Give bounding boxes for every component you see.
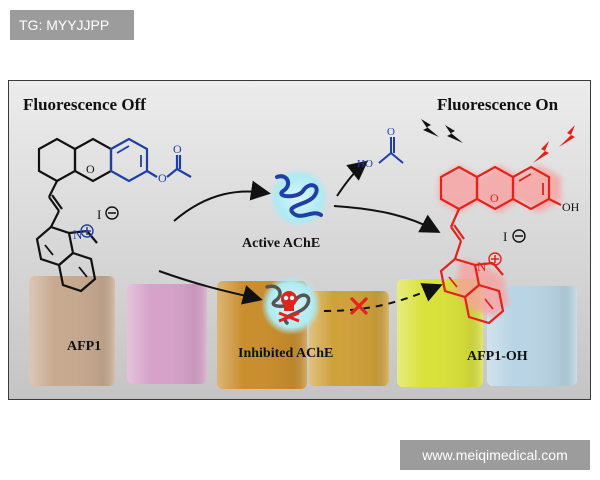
atom-o-ring-right: O <box>490 191 499 205</box>
inhibited-ache-icon <box>261 275 321 335</box>
atom-nitrogen: N <box>73 227 83 242</box>
dashed-arrow-blocked <box>323 283 443 312</box>
minus-charge-icon <box>105 206 119 220</box>
lightning-black-icon <box>421 119 463 143</box>
header-fluorescence-off: Fluorescence Off <box>23 95 146 114</box>
active-ache-icon <box>269 168 329 228</box>
vial-5 <box>397 279 483 387</box>
afp1-oh-glow <box>439 165 561 317</box>
label-afp1: AFP1 <box>67 339 102 354</box>
vial-6 <box>487 286 577 386</box>
arrow-to-inhibited <box>158 270 263 305</box>
label-active-ache: Active AChE <box>242 236 321 251</box>
afp1-structure <box>35 137 192 293</box>
header-fluorescence-on: Fluorescence On <box>437 95 559 114</box>
minus-charge-right-icon <box>512 229 526 243</box>
atom-iodide: I <box>97 207 101 222</box>
figure-artwork: O O O I N <box>9 81 590 399</box>
vial-2 <box>127 284 207 384</box>
atom-ester-o: O <box>158 171 167 185</box>
blocked-x-icon <box>350 297 368 315</box>
arrow-to-product <box>333 205 441 233</box>
vial-4 <box>309 291 389 386</box>
atom-o-ring: O <box>86 162 95 176</box>
atom-iodide-right: I <box>503 229 507 244</box>
atom-acid-o: O <box>387 126 395 138</box>
atom-ester-o2: O <box>173 142 182 156</box>
afp1-oh-structure <box>439 165 562 325</box>
arrow-to-acetic-acid <box>336 160 369 197</box>
arrow-to-active <box>173 180 271 222</box>
plus-charge-right-icon <box>488 252 502 266</box>
plus-charge-icon <box>80 224 94 238</box>
atom-nitrogen-right: N <box>477 259 487 274</box>
label-inhibited-ache: Inhibited AChE <box>238 346 334 361</box>
acetic-acid-structure <box>378 137 404 164</box>
watermark: www.meiqimedical.com <box>400 440 590 470</box>
reaction-figure: O O O I N <box>8 80 591 400</box>
label-afp1-oh: AFP1-OH <box>467 349 528 364</box>
atom-ho: HO <box>357 158 373 170</box>
atom-oh: OH <box>562 200 580 214</box>
lightning-red-icon <box>533 125 575 163</box>
tag-badge: TG: MYYJJPP <box>10 10 134 40</box>
vial-1 <box>29 276 115 386</box>
